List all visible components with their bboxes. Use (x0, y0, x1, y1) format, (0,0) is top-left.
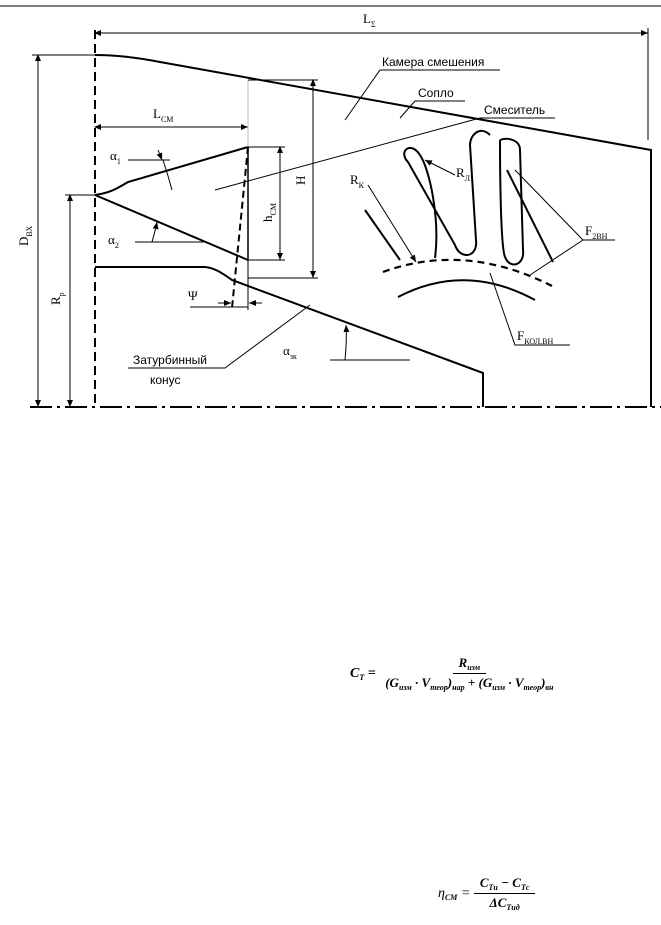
equation-ct: CT = Rизм (Gизм · Vтеор)нар + (Gизм · Vт… (350, 655, 559, 692)
alpha1-arrow (156, 149, 163, 161)
fkol-arc (397, 279, 536, 301)
eq-eta-fraction: CTи − CTс ΔCTид (473, 875, 536, 912)
label-h-sm: hСМ (260, 203, 278, 222)
label-soplo: Сопло (418, 86, 454, 100)
label-alpha-zk: αзк (283, 343, 297, 361)
f2vn-leader (514, 169, 615, 241)
alpha-zk-arc (343, 324, 350, 361)
label-f-2vn: F2ВН (585, 223, 608, 241)
f2vn-leader-2 (529, 239, 584, 276)
label-d-vx: DВХ (16, 225, 34, 246)
eq-ct-numerator: Rизм (452, 655, 487, 674)
rk-leader (367, 184, 417, 263)
eq-ct-denominator: (Gизм · Vтеор)нар + (Gизм · Vтеор)вн (385, 675, 554, 692)
label-r-p: Rр (48, 292, 66, 305)
label-zaturb-2: конус (150, 373, 181, 387)
zaturb-leader (128, 304, 311, 369)
nozzle-lower-wall (94, 194, 249, 261)
label-h-big: H (293, 176, 308, 185)
mixer-lobe-outer-right (506, 169, 554, 263)
kamera-leader (344, 69, 500, 121)
label-r-k: RК (350, 172, 365, 190)
label-smesitel: Смеситель (484, 103, 545, 117)
label-r-l: RЛ (456, 165, 471, 183)
label-psi: Ψ (188, 288, 198, 303)
eq-eta-lhs: ηСМ = (438, 886, 474, 903)
mixing-chamber-wall (94, 54, 652, 407)
soplo-leader (399, 100, 465, 119)
smesitel-leader (214, 117, 555, 191)
rl-leader (424, 159, 456, 176)
label-kamera: Камера смешения (382, 55, 484, 69)
nozzle-upper-wall (94, 146, 249, 196)
f2vn-dashed-arc (382, 258, 553, 287)
mixer-lobe-right (499, 137, 525, 266)
eq-ct-fraction: Rизм (Gизм · Vтеор)нар + (Gизм · Vтеор)в… (379, 655, 559, 692)
turbine-cone-outline (95, 266, 484, 407)
eq-ct-lhs: CT = (350, 666, 380, 683)
alpha1-arc (162, 159, 173, 191)
alpha2-arc (151, 221, 159, 243)
label-f-kol: FКОЛ.ВН (517, 328, 554, 346)
eq-eta-denominator: ΔCTид (489, 895, 520, 912)
label-l-sm: LСМ (153, 106, 173, 124)
label-alpha2: α2 (108, 232, 119, 250)
eq-eta-numerator: CTи − CTс (473, 875, 536, 894)
equation-eta: ηСМ = CTи − CTс ΔCTид (438, 875, 536, 912)
mixer-lobe-left (403, 129, 491, 259)
mixer-lobe-outer-left (364, 209, 401, 261)
mixer-diagram: LΣ DВХ Rр LСМ α1 α2 H hСМ Ψ αзк RК RЛ F2… (0, 5, 661, 408)
label-l-sigma: LΣ (363, 11, 376, 29)
label-alpha1: α1 (110, 148, 121, 166)
fkol-leader (489, 272, 570, 346)
label-zaturb-1: Затурбинный (133, 353, 207, 367)
